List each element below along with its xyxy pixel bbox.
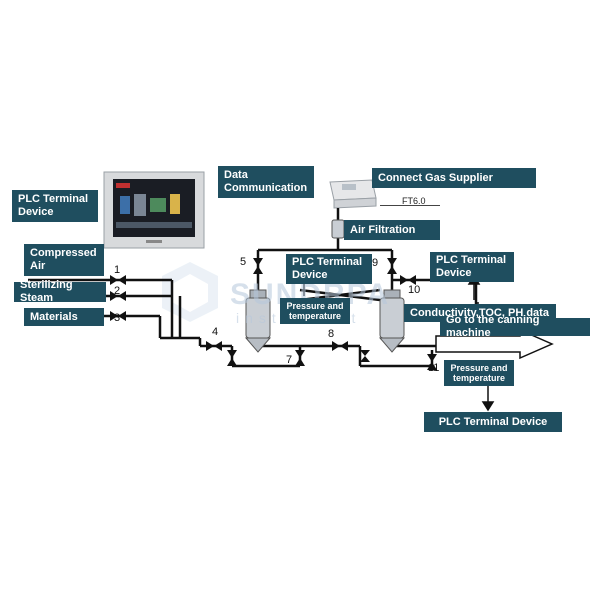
valve-number-7: 7 [286,354,293,366]
valve-number-3: 3 [114,312,121,324]
valve-number-1: 1 [114,264,121,276]
filter-housing-2 [378,289,406,353]
valve-6 [227,350,237,366]
gas-supplier-device [329,179,377,209]
valve-5 [253,258,263,274]
valve-3 [110,311,126,321]
valve-1 [110,275,126,285]
filter-housing-1 [244,289,272,353]
valve-12 [360,350,370,362]
plc-terminal-bottom-label: PLC Terminal Device [424,412,562,432]
valve-8 [332,341,348,351]
connect-gas-supplier-label: Connect Gas Supplier [372,168,536,188]
valve-10 [400,275,416,285]
valves [110,258,437,370]
air-filtration-label: Air Filtration [344,220,440,240]
valve-7 [295,350,305,366]
valve-4 [206,341,222,351]
canning-machine-label: Go to the canning machine [440,314,590,339]
sterilizing-steam-label: Sterilizing Steam [14,279,106,304]
hmi-touch-panel [103,171,205,249]
valve-9 [387,258,397,274]
pressure-temperature-label-2: Pressure and temperature [444,360,514,386]
device-code: FT6.0 [402,196,426,206]
plc-terminal-right-label: PLC Terminal Device [430,252,514,282]
conductivity-label: Conductivity,TOC, PH data [404,304,556,322]
valve-number-9: 9 [372,257,379,269]
air-filter-unit [331,219,345,239]
plc-terminal-middle-label: PLC Terminal Device [286,254,372,284]
valve-11 [427,354,437,370]
materials-label: Materials [24,308,104,326]
watermark-logo [162,262,218,322]
valve-number-8: 8 [328,328,335,340]
valve-number-10: 10 [408,284,421,296]
compressed-air-label: Compressed Air [24,244,104,276]
pressure-temperature-label-1: Pressure and temperature [280,298,350,324]
valve-number-2: 2 [114,285,121,297]
plc-terminal-top-left-label: PLC Terminal Device [12,190,98,222]
device-code-underline [380,205,440,206]
data-communication-label: Data Communication [218,166,314,198]
valve-number-11: 11 [428,362,440,374]
valve-number-5: 5 [240,256,247,268]
valve-number-4: 4 [212,326,219,338]
valve-2 [110,291,126,301]
